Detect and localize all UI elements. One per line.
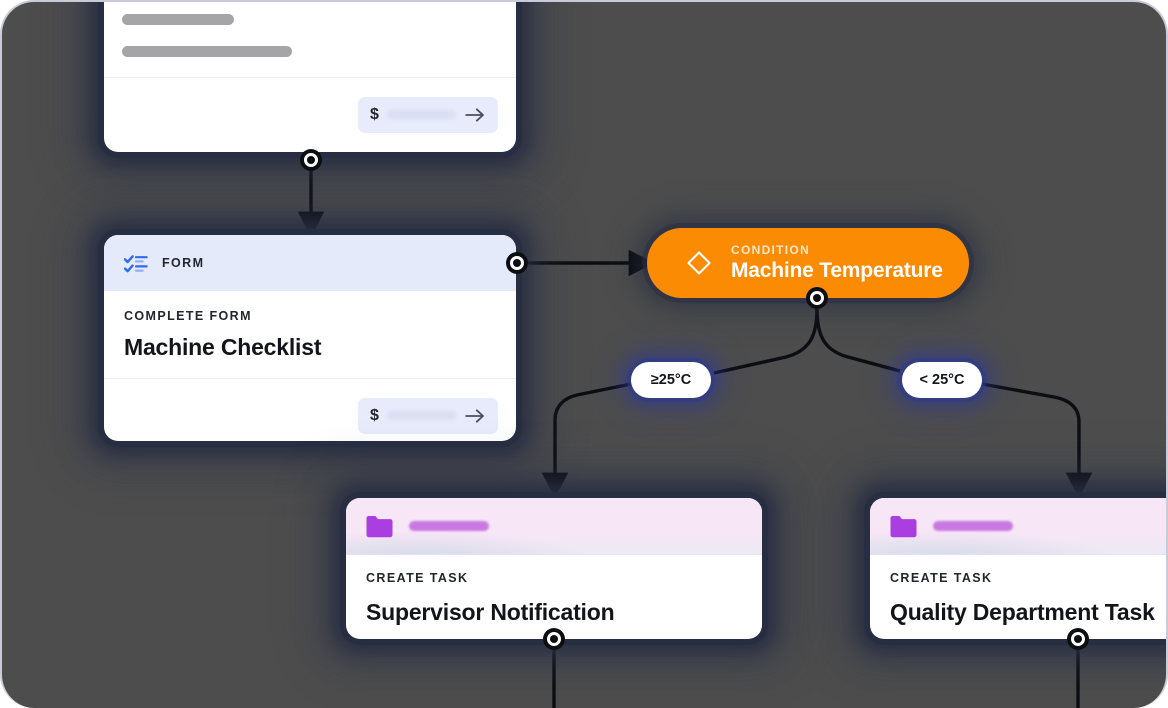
currency-symbol: $ — [370, 105, 379, 123]
form-node[interactable]: FORM COMPLETE FORM Machine Checklist $ — [104, 235, 516, 441]
task-header-redacted-bar — [933, 521, 1013, 531]
skeleton-bar-short — [122, 14, 234, 25]
skeleton-body — [104, 2, 516, 78]
wire-condition-to-hot-label — [713, 308, 819, 375]
folder-icon — [366, 515, 393, 537]
checklist-icon — [124, 254, 148, 272]
currency-symbol: $ — [370, 406, 379, 424]
redacted-value — [386, 110, 456, 119]
task-title: Quality Department Task — [890, 599, 1155, 625]
wire-hot-to-task-left — [541, 382, 632, 499]
connector-dot-form-output[interactable] — [506, 252, 528, 274]
form-card-body: COMPLETE FORM Machine Checklist — [104, 291, 516, 379]
connector-dot-top-card-output[interactable] — [300, 149, 322, 171]
task-action-label: CREATE TASK — [366, 571, 469, 585]
task-card-header — [346, 498, 762, 555]
task-node-left[interactable]: CREATE TASK Supervisor Notification — [346, 498, 762, 639]
task-node-right[interactable]: CREATE TASK Quality Department Task — [870, 498, 1166, 639]
arrow-right-icon — [465, 408, 484, 423]
condition-type-label: CONDITION — [731, 243, 811, 257]
skeleton-bar-long — [122, 46, 292, 57]
form-node-type-label: FORM — [162, 256, 205, 270]
task-card-body: CREATE TASK Supervisor Notification — [346, 555, 762, 626]
condition-title: Machine Temperature — [731, 259, 943, 282]
branch-label-cold-text: < 25°C — [919, 372, 965, 388]
condition-text-group: CONDITION Machine Temperature — [731, 243, 943, 283]
arrow-right-icon — [465, 107, 484, 122]
wire-condition-to-cold-label — [815, 308, 901, 373]
redacted-value — [386, 411, 456, 420]
task-action-label: CREATE TASK — [890, 571, 993, 585]
form-card-header: FORM — [104, 235, 516, 291]
form-card-footer: $ — [104, 379, 516, 441]
branch-label-cold[interactable]: < 25°C — [902, 362, 982, 398]
task-card: CREATE TASK Supervisor Notification — [346, 498, 762, 639]
condition-node[interactable]: CONDITION Machine Temperature — [647, 228, 969, 298]
task-header-redacted-bar — [409, 521, 489, 531]
skeleton-card-node[interactable]: $ — [104, 2, 516, 152]
diamond-icon — [687, 251, 711, 275]
task-title: Supervisor Notification — [366, 599, 615, 625]
branch-label-hot[interactable]: ≥25°C — [631, 362, 711, 398]
condition-pill: CONDITION Machine Temperature — [647, 228, 969, 298]
form-card: FORM COMPLETE FORM Machine Checklist $ — [104, 235, 516, 441]
task-card-body: CREATE TASK Quality Department Task — [870, 555, 1166, 626]
value-chip[interactable]: $ — [358, 96, 498, 133]
folder-icon — [890, 515, 917, 537]
connector-dot-task-right-output[interactable] — [1067, 628, 1089, 650]
skeleton-card-footer: $ — [104, 78, 516, 151]
skeleton-card: $ — [104, 2, 516, 152]
task-card-header — [870, 498, 1166, 555]
task-card: CREATE TASK Quality Department Task — [870, 498, 1166, 639]
form-action-label: COMPLETE FORM — [124, 309, 252, 323]
connector-dot-task-left-output[interactable] — [543, 628, 565, 650]
wire-cold-to-task-right — [981, 382, 1093, 499]
value-chip[interactable]: $ — [358, 397, 498, 434]
branch-label-hot-text: ≥25°C — [650, 372, 692, 388]
connector-dot-condition-output[interactable] — [806, 287, 828, 309]
form-title: Machine Checklist — [124, 334, 322, 360]
